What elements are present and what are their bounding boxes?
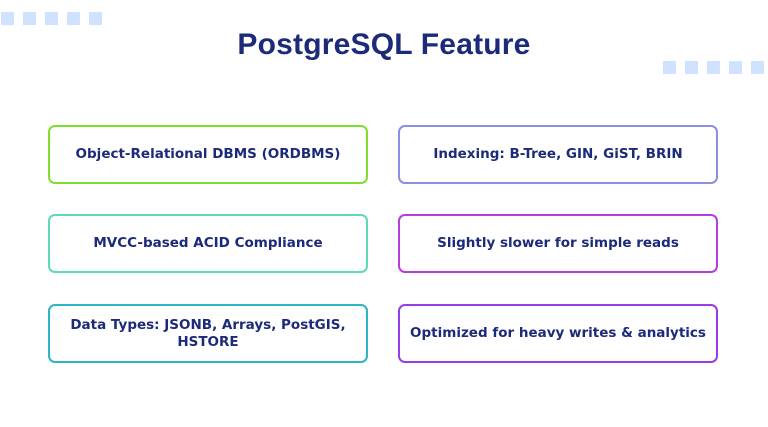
feature-card-indexing: Indexing: B-Tree, GIN, GiST, BRIN <box>398 125 718 184</box>
feature-card-text: Slightly slower for simple reads <box>437 235 679 251</box>
feature-card-text: Object-Relational DBMS (ORDBMS) <box>75 146 341 162</box>
feature-card-simple-reads: Slightly slower for simple reads <box>398 214 718 273</box>
feature-card-ordbms: Object-Relational DBMS (ORDBMS) <box>48 125 368 184</box>
square-decoration <box>23 12 36 25</box>
square-decoration <box>1 12 14 25</box>
feature-card-data-types: Data Types: JSONB, Arrays, PostGIS, HSTO… <box>48 304 368 363</box>
square-decoration <box>751 61 764 74</box>
page-title: PostgreSQL Feature <box>237 28 531 61</box>
square-decoration <box>89 12 102 25</box>
square-decoration <box>45 12 58 25</box>
square-decoration <box>707 61 720 74</box>
feature-card-text: Data Types: JSONB, Arrays, PostGIS, HSTO… <box>70 316 346 350</box>
square-decoration <box>729 61 742 74</box>
feature-card-heavy-writes: Optimized for heavy writes & analytics <box>398 304 718 363</box>
feature-card-mvcc: MVCC-based ACID Compliance <box>48 214 368 273</box>
decorative-squares-top-right <box>663 61 764 74</box>
feature-card-text: Optimized for heavy writes & analytics <box>410 325 706 341</box>
feature-card-text: MVCC-based ACID Compliance <box>93 235 323 251</box>
feature-card-text: Indexing: B-Tree, GIN, GiST, BRIN <box>433 146 683 162</box>
square-decoration <box>663 61 676 74</box>
decorative-squares-top-left <box>1 12 102 25</box>
square-decoration <box>685 61 698 74</box>
square-decoration <box>67 12 80 25</box>
